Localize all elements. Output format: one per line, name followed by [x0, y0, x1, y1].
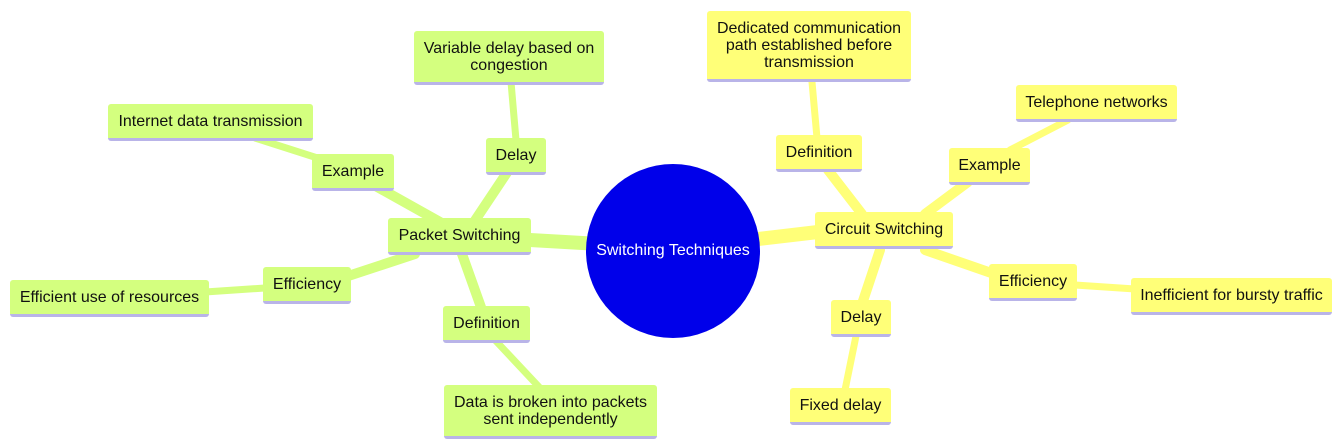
circuit-example-detail: Telephone networks [1025, 93, 1168, 111]
circuit-definition-node: Definition [776, 135, 862, 172]
circuit-definition-detail-node: Dedicated communication path established… [707, 11, 911, 82]
edge-packet-definition [457, 249, 487, 315]
packet-delay-node: Delay [486, 138, 546, 175]
circuit-switching-label: Circuit Switching [824, 220, 944, 238]
edge-ceff-detail [1071, 281, 1139, 293]
edge-cdelay-detail [841, 332, 860, 394]
circuit-example-node: Example [949, 148, 1030, 185]
packet-delay-detail-node: Variable delay based on congestion [414, 31, 604, 85]
circuit-efficiency-detail: Inefficient for bursty traffic [1140, 286, 1323, 304]
packet-definition-node: Definition [443, 306, 530, 343]
edge-circuit-efficiency [920, 245, 1005, 281]
packet-example-label: Example [321, 162, 385, 180]
edge-circuit-definition [823, 165, 867, 219]
packet-efficiency-detail: Efficient use of resources [19, 288, 200, 306]
circuit-example-label: Example [958, 156, 1021, 174]
circuit-delay-detail-node: Fixed delay [790, 388, 891, 425]
packet-efficiency-node: Efficiency [263, 267, 351, 304]
edge-delay-detail [507, 78, 520, 144]
edge-circuit-example [920, 177, 973, 219]
circuit-delay-detail: Fixed delay [799, 396, 882, 414]
packet-delay-label: Delay [495, 146, 537, 164]
circuit-efficiency-node: Efficiency [989, 264, 1077, 301]
packet-definition-detail-node: Data is broken into packets sent indepen… [444, 385, 657, 439]
packet-switching-node: Packet Switching [388, 218, 531, 255]
circuit-switching-node: Circuit Switching [815, 212, 953, 249]
packet-delay-detail: Variable delay based on congestion [423, 39, 595, 74]
circuit-efficiency-label: Efficiency [998, 272, 1068, 290]
circuit-delay-node: Delay [831, 300, 891, 337]
edge-root-circuit [743, 225, 825, 247]
packet-efficiency-label: Efficiency [272, 275, 342, 293]
edge-packet-delay [469, 163, 515, 227]
packet-switching-label: Packet Switching [398, 226, 521, 244]
root-label: Switching Techniques [596, 242, 750, 259]
circuit-definition-detail: Dedicated communication path established… [716, 19, 902, 71]
circuit-example-detail-node: Telephone networks [1016, 85, 1177, 122]
packet-definition-detail: Data is broken into packets sent indepen… [454, 393, 647, 428]
circuit-delay-label: Delay [840, 308, 882, 326]
edge-efficiency-detail [201, 284, 269, 296]
circuit-definition-label: Definition [785, 143, 853, 161]
packet-definition-label: Definition [453, 314, 520, 332]
packet-example-detail-node: Internet data transmission [108, 104, 313, 141]
edge-circuit-delay [857, 245, 885, 309]
packet-example-node: Example [312, 154, 394, 191]
packet-efficiency-detail-node: Efficient use of resources [10, 280, 209, 317]
edge-definition-detail [491, 336, 544, 392]
edge-cdef-detail [808, 78, 821, 142]
circuit-efficiency-detail-node: Inefficient for bursty traffic [1131, 278, 1332, 315]
root-node: Switching Techniques [586, 164, 760, 338]
packet-example-detail: Internet data transmission [118, 112, 303, 130]
edge-cex-detail [1006, 116, 1072, 154]
